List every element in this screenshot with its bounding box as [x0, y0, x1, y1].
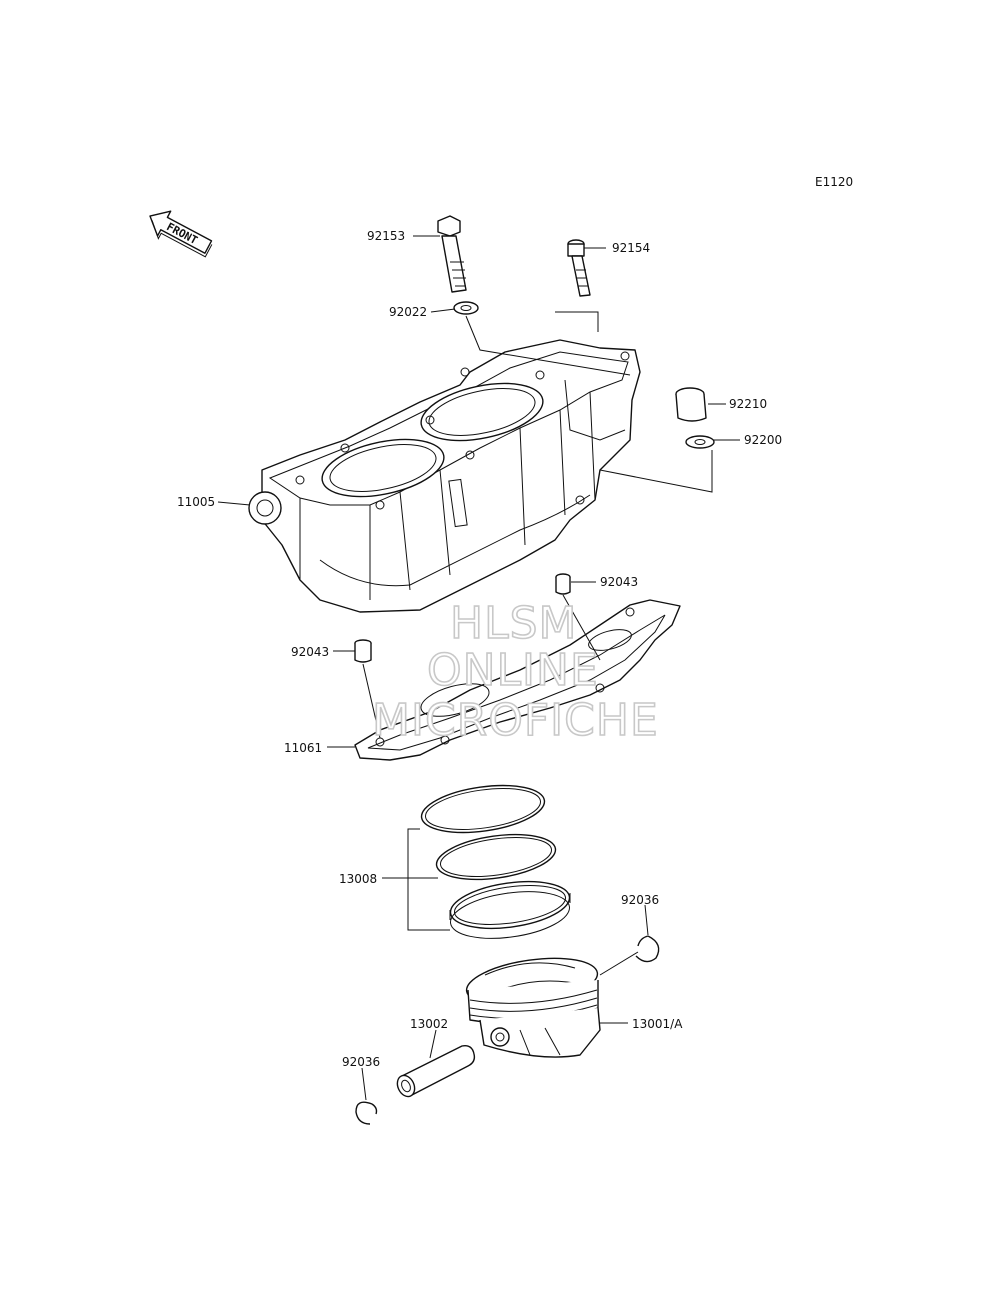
label-92043-right: 92043	[600, 575, 638, 589]
piston-rings-13008[interactable]	[419, 779, 573, 946]
label-92043-left: 92043	[291, 645, 329, 659]
front-label: FRONT	[164, 220, 200, 247]
watermark-line-2: ONLINE	[427, 645, 599, 696]
collar-92210[interactable]	[675, 387, 707, 422]
diagram-code: E1120	[815, 175, 853, 189]
label-13008: 13008	[339, 872, 377, 886]
leader-lines	[217, 235, 740, 1101]
watermark-line-1: HLSM	[450, 598, 578, 649]
dowel-92043-right[interactable]	[555, 573, 571, 595]
watermark-line-3: MICROFICHE	[372, 695, 659, 746]
bolt-92154[interactable]	[567, 239, 591, 297]
label-92153: 92153	[367, 229, 405, 243]
dowel-92043-left[interactable]	[354, 639, 372, 663]
gasket-11061[interactable]	[354, 599, 681, 761]
watermark: HLSM ONLINE MICROFICHE	[371, 597, 659, 747]
circlip-92036-left[interactable]	[355, 1101, 378, 1125]
front-arrow-icon: FRONT	[149, 210, 213, 258]
piston-pin-13002[interactable]	[394, 1044, 476, 1100]
label-92022: 92022	[389, 305, 427, 319]
cylinder-block[interactable]	[248, 339, 641, 613]
label-92154: 92154	[612, 241, 650, 255]
label-11061: 11061	[284, 741, 322, 755]
bolt-92153[interactable]	[437, 215, 467, 293]
piston-13001[interactable]	[464, 951, 601, 1058]
label-92210: 92210	[729, 397, 767, 411]
label-11005: 11005	[177, 495, 215, 509]
label-13002: 13002	[410, 1017, 448, 1031]
washer-92200[interactable]	[685, 435, 715, 449]
circlip-92036-right[interactable]	[635, 935, 660, 963]
label-92036-right: 92036	[621, 893, 659, 907]
label-92036-left: 92036	[342, 1055, 380, 1069]
washer-92022[interactable]	[453, 301, 479, 315]
label-92200: 92200	[744, 433, 782, 447]
label-13001: 13001/A	[632, 1017, 683, 1031]
